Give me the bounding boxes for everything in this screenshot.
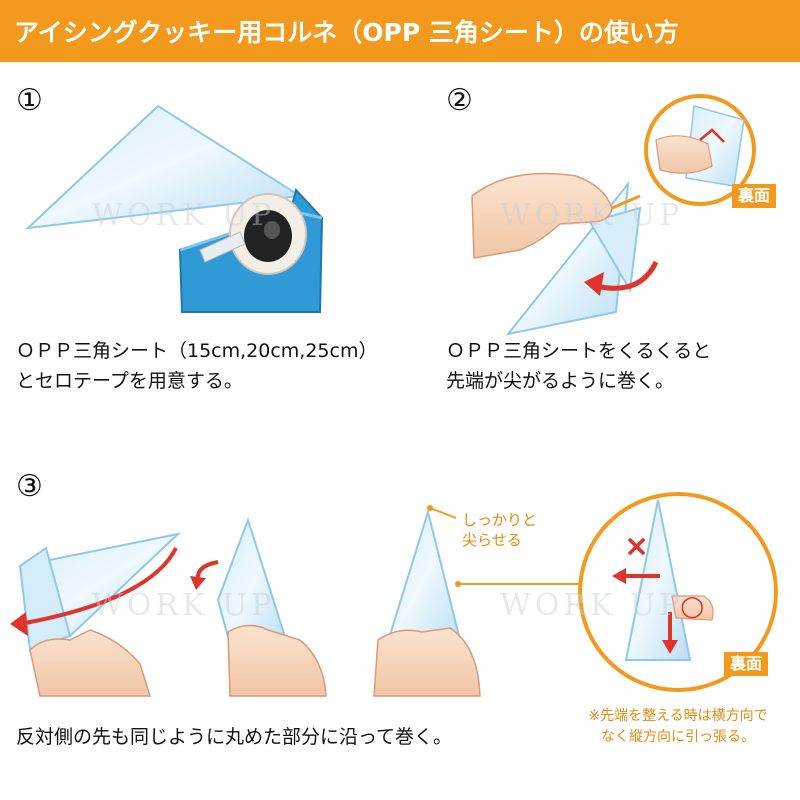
step-number-3: ③ [16, 469, 43, 504]
step3-hand-left [29, 629, 152, 697]
step1-description: ＯＰＰ三角シート（15cm,20cm,25cm） とセロテープを用意する。 [16, 336, 377, 396]
page-title: アイシングクッキー用コルネ（OPP 三角シート）の使い方 [14, 18, 679, 47]
step2-description: ＯＰＰ三角シートをくるくると 先端が尖がるように巻く。 [446, 336, 711, 396]
cross-mark: × [624, 529, 650, 564]
step1-line-2: とセロテープを用意する。 [16, 370, 243, 392]
note-line-2: なく縦方向に引っ張る。 [601, 729, 755, 745]
step2-zoom-circle [611, 94, 756, 210]
back-side-badge-2: 裏面 [724, 652, 769, 676]
tip-note: ※先端を整える時は横方向で なく縦方向に引っ張る。 [560, 706, 796, 748]
step2-line-1: ＯＰＰ三角シートをくるくると [446, 340, 712, 362]
note-line-1: ※先端を整える時は横方向で [588, 708, 768, 724]
step3-arrow-middle [190, 560, 219, 590]
step3-hand-right [373, 627, 481, 697]
step-number-1: ① [16, 83, 43, 118]
step3-zoom-circle [578, 492, 778, 692]
circle-mark: ○ [680, 589, 705, 622]
sharpen-callout: しっかりと 尖らせる [462, 510, 537, 550]
step3-cone-left [18, 532, 182, 652]
header-bar: アイシングクッキー用コルネ（OPP 三角シート）の使い方 [0, 0, 800, 62]
step2-line-2: 先端が尖がるように巻く。 [446, 370, 675, 392]
step3-line-1: 反対側の先も同じように丸めた部分に沿って巻く。 [16, 726, 453, 748]
watermark-step3b: WORK UP [500, 588, 684, 623]
tape-dispenser-icon [178, 187, 324, 313]
step-number-2: ② [446, 83, 473, 118]
step3-hand-middle [227, 624, 327, 697]
watermark-step2: WORK UP [500, 198, 684, 233]
step1-line-1: ＯＰＰ三角シート（15cm,20cm,25cm） [16, 340, 378, 362]
step3-description: 反対側の先も同じように丸めた部分に沿って巻く。 [16, 722, 452, 752]
watermark-step3: WORK UP [92, 588, 276, 623]
callout-line-1: しっかりと [462, 511, 538, 529]
step3-arrow-left [10, 547, 178, 636]
watermark-step1: WORK UP [92, 198, 276, 233]
back-side-badge-1: 裏面 [732, 184, 777, 208]
step2-rotate-arrow [584, 260, 659, 296]
callout-line-2: 尖らせる [462, 531, 522, 549]
callout-pointer-lines [427, 505, 590, 587]
step1-opp-sheet [25, 104, 303, 230]
